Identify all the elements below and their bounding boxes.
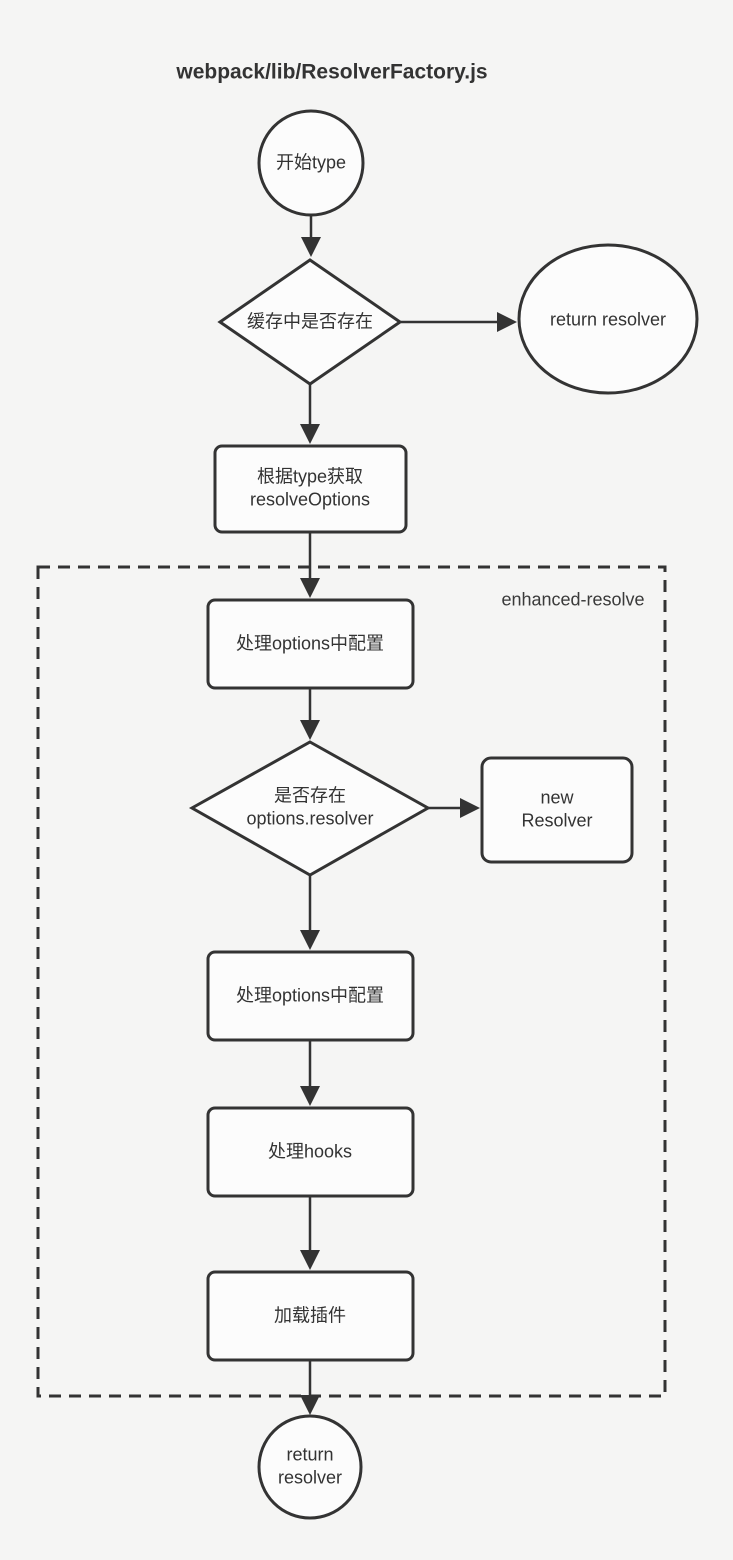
new-resolver-rect-shape: [480, 756, 634, 864]
diagram-title: webpack/lib/ResolverFactory.js: [176, 60, 488, 84]
process-hooks-rect-shape: [206, 1106, 415, 1198]
resolver-exists-diamond-shape: [188, 740, 432, 877]
get-resolve-options-rect-shape: [213, 444, 408, 534]
load-plugins-label: 加载插件: [274, 1305, 346, 1326]
process-options-2-label: 处理options中配置: [235, 985, 385, 1006]
end-node-label: return resolver: [277, 1444, 343, 1488]
process-options-1-rect-shape: [206, 598, 415, 690]
end-node-shape: [257, 1414, 363, 1520]
process-hooks-label: 处理hooks: [267, 1141, 353, 1162]
enhanced-resolve-label: enhanced-resolve: [501, 589, 645, 610]
resolver-exists-label: 是否存在 options.resolver: [246, 785, 374, 829]
get-resolve-options-label: 根据type获取 resolveOptions: [249, 466, 371, 510]
start-node-label: 开始type: [275, 152, 347, 173]
process-options-1-label: 处理options中配置: [235, 633, 385, 654]
cache-check-label: 缓存中是否存在: [247, 311, 373, 332]
return-resolver-cached-label: return resolver: [549, 309, 667, 330]
cache-check-diamond-shape: [217, 258, 403, 386]
start-node-shape: [257, 109, 365, 217]
process-options-2-rect-shape: [206, 950, 415, 1042]
load-plugins-rect-shape: [206, 1270, 415, 1362]
return-resolver-ellipse-shape: [517, 243, 699, 395]
enhanced-resolve-container: [36, 565, 667, 1398]
new-resolver-label: new Resolver: [521, 787, 593, 831]
